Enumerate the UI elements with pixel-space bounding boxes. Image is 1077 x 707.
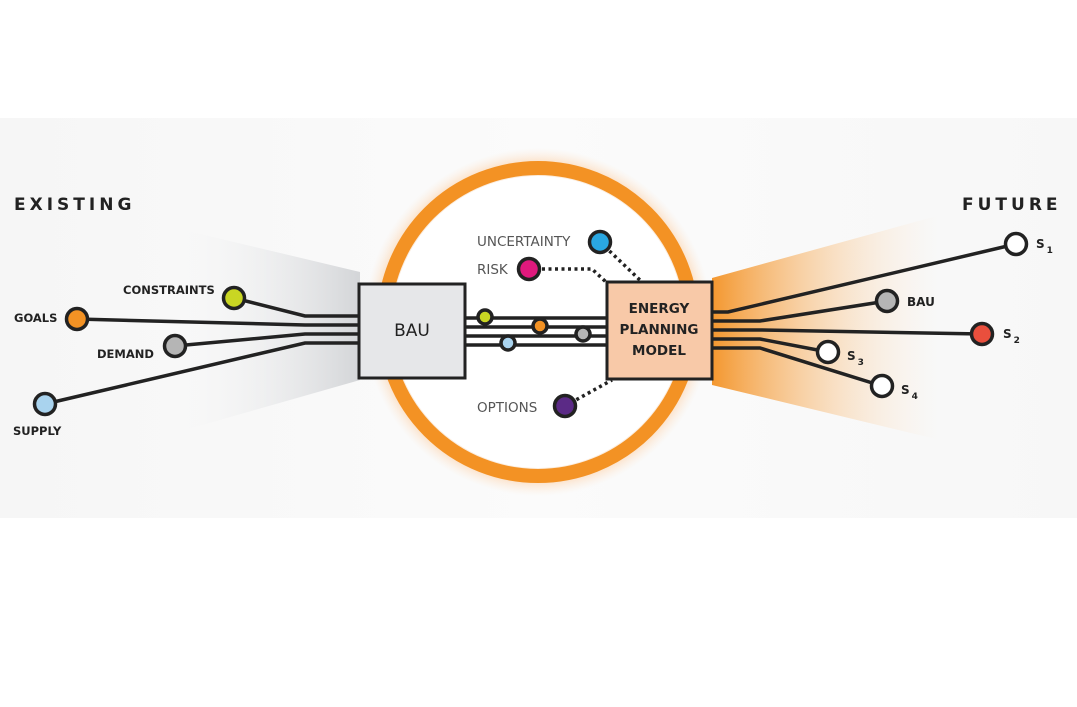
risk-connector [529,267,608,284]
goals-label: GOALS [14,311,57,325]
wire-s3 [710,337,830,354]
s2-node [969,321,995,347]
s4-letter: S [901,383,910,397]
wire-dot-demand [574,325,592,343]
demand-label: DEMAND [97,347,154,361]
s1-letter: S [1036,237,1045,251]
s2-subscript: 2 [1014,336,1020,346]
bau-box-rect [357,282,467,380]
wire-constraints [232,296,362,318]
output-wires [710,242,1018,388]
energy-planning-model-box: ENERGY PLANNING MODEL [605,280,714,381]
constraints-node [221,285,247,311]
bau-output-node [874,288,900,314]
existing-header: EXISTING [14,195,135,215]
s4-node [869,373,895,399]
s3-subscript: 3 [858,358,864,368]
wire-dot-supply [499,334,517,352]
s2-letter: S [1003,327,1012,341]
wire-demand [173,332,362,348]
s1-subscript: 1 [1047,246,1053,256]
wire-dot-goals [531,317,549,335]
model-box-line-3: MODEL [632,343,686,359]
bau-box-label: BAU [394,321,430,341]
s3-letter: S [847,349,856,363]
existing-beam [150,222,360,440]
wire-supply [43,341,362,406]
uncertainty-node [587,229,613,255]
wire-s4 [710,346,884,388]
model-box-line-2: PLANNING [620,322,699,338]
risk-label: RISK [477,262,509,278]
model-box-line-1: ENERGY [629,301,690,317]
uncertainty-label: UNCERTAINTY [477,234,571,250]
wire-s2 [710,328,984,336]
bau-output-label: BAU [907,295,935,309]
constraints-label: CONSTRAINTS [123,283,215,297]
s1-node [1003,231,1029,257]
supply-node [32,391,58,417]
bau-box: BAU [357,282,467,380]
uncertainty-connector [598,240,644,284]
options-label: OPTIONS [477,400,537,416]
wire-s1 [710,242,1018,314]
future-header: FUTURE [962,195,1062,215]
s3-node [815,339,841,365]
options-node [552,393,578,419]
s4-subscript: 4 [912,392,918,402]
input-wires [43,296,362,406]
wire-dot-constraints [476,308,494,326]
model-box-rect [605,280,714,381]
supply-label: SUPPLY [13,424,62,438]
wire-goals [75,317,362,327]
demand-node [162,333,188,359]
wire-bau-out [710,299,889,323]
goals-node [64,306,90,332]
risk-node [516,256,542,282]
